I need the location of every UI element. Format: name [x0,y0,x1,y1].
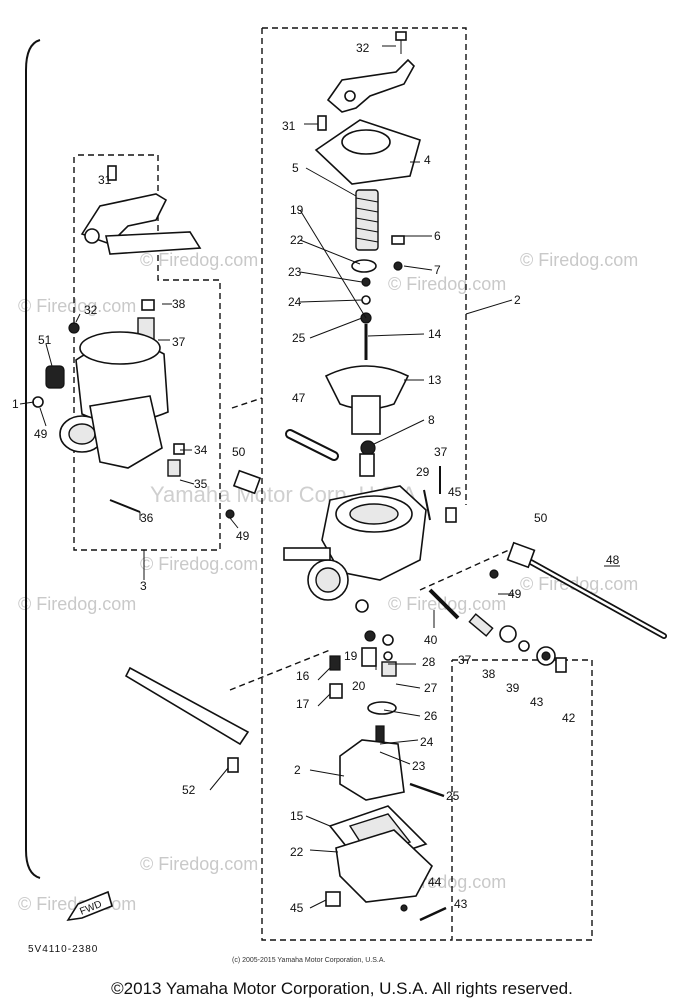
part-label: 48 [606,553,620,567]
watermark: © Firedog.com [140,554,258,574]
part-label: 31 [282,119,296,133]
part-label: 38 [172,297,186,311]
part-label: 42 [562,711,576,725]
part-label: 37 [434,445,448,459]
inner-copyright: (c) 2005-2015 Yamaha Motor Corporation, … [232,957,385,964]
part-label: 24 [288,295,302,309]
part-label: 49 [34,427,48,441]
part-label: 44 [428,875,442,889]
part-label: 32 [84,303,98,317]
part-label: 17 [296,697,310,711]
leader-lines [19,45,620,909]
part-label: 37 [172,335,186,349]
part-label: 37 [458,653,472,667]
part-label: 6 [434,229,441,243]
part-label: 19 [344,649,358,663]
part-label: 16 [296,669,310,683]
part-label: 35 [194,477,208,491]
group-boxes [73,27,593,941]
part-label: 14 [428,327,442,341]
part-label: 36 [140,511,154,525]
watermark: © Firedog.com [140,854,258,874]
part-number-labels: 32 31 4 5 19 22 23 24 25 6 7 2 14 13 8 4… [12,41,620,915]
part-label: 1 [12,397,19,411]
part-label: 5 [292,161,299,175]
part-label: 3 [140,579,147,593]
assembly-bracket [25,39,41,879]
part-label: 40 [424,633,438,647]
part-label: 31 [98,173,112,187]
watermark: © Firedog.com [18,594,136,614]
part-label: 4 [424,153,431,167]
footer-copyright: ©2013 Yamaha Motor Corporation, U.S.A. A… [111,979,573,998]
part-label: 22 [290,233,304,247]
part-label: 49 [236,529,250,543]
part-label: 7 [434,263,441,277]
part-label: 20 [352,679,366,693]
part-label: 38 [482,667,496,681]
part-label: 2 [294,763,301,777]
diagram-code: 5V4110-2380 [28,944,98,955]
part-label: 19 [290,203,304,217]
part-label: 28 [422,655,436,669]
part-label: 22 [290,845,304,859]
part-label: 49 [508,587,522,601]
left-carburetor [32,165,262,519]
part-label: 47 [292,391,306,405]
part-label: 13 [428,373,442,387]
part-label: 43 [454,897,468,911]
watermark: © Firedog.com [388,274,506,294]
part-label: 23 [288,265,302,279]
watermark: © Firedog.com [140,250,258,270]
part-label: 52 [182,783,196,797]
part-label: 51 [38,333,52,347]
watermark: © Firedog.com [388,594,506,614]
watermark: © Firedog.com [520,250,638,270]
part-label: 43 [530,695,544,709]
part-label: 24 [420,735,434,749]
part-label: 25 [292,331,306,345]
part-label: 34 [194,443,208,457]
part-label: 32 [356,41,370,55]
part-label: 50 [232,445,246,459]
part-label: 23 [412,759,426,773]
part-label: 45 [290,901,304,915]
part-label: 26 [424,709,438,723]
part-label: 29 [416,465,430,479]
part-label: 8 [428,413,435,427]
watermark: © Firedog.com [18,296,136,316]
watermark: © Firedog.com [520,574,638,594]
main-carburetor [124,31,667,922]
part-label: 50 [534,511,548,525]
spring [355,189,379,251]
part-label: 2 [514,293,521,307]
part-label: 27 [424,681,438,695]
part-label: 45 [448,485,462,499]
part-label: 15 [290,809,304,823]
part-label: 39 [506,681,520,695]
part-label: 25 [446,789,460,803]
watermark-layer: © Firedog.com © Firedog.com © Firedog.co… [18,250,638,914]
